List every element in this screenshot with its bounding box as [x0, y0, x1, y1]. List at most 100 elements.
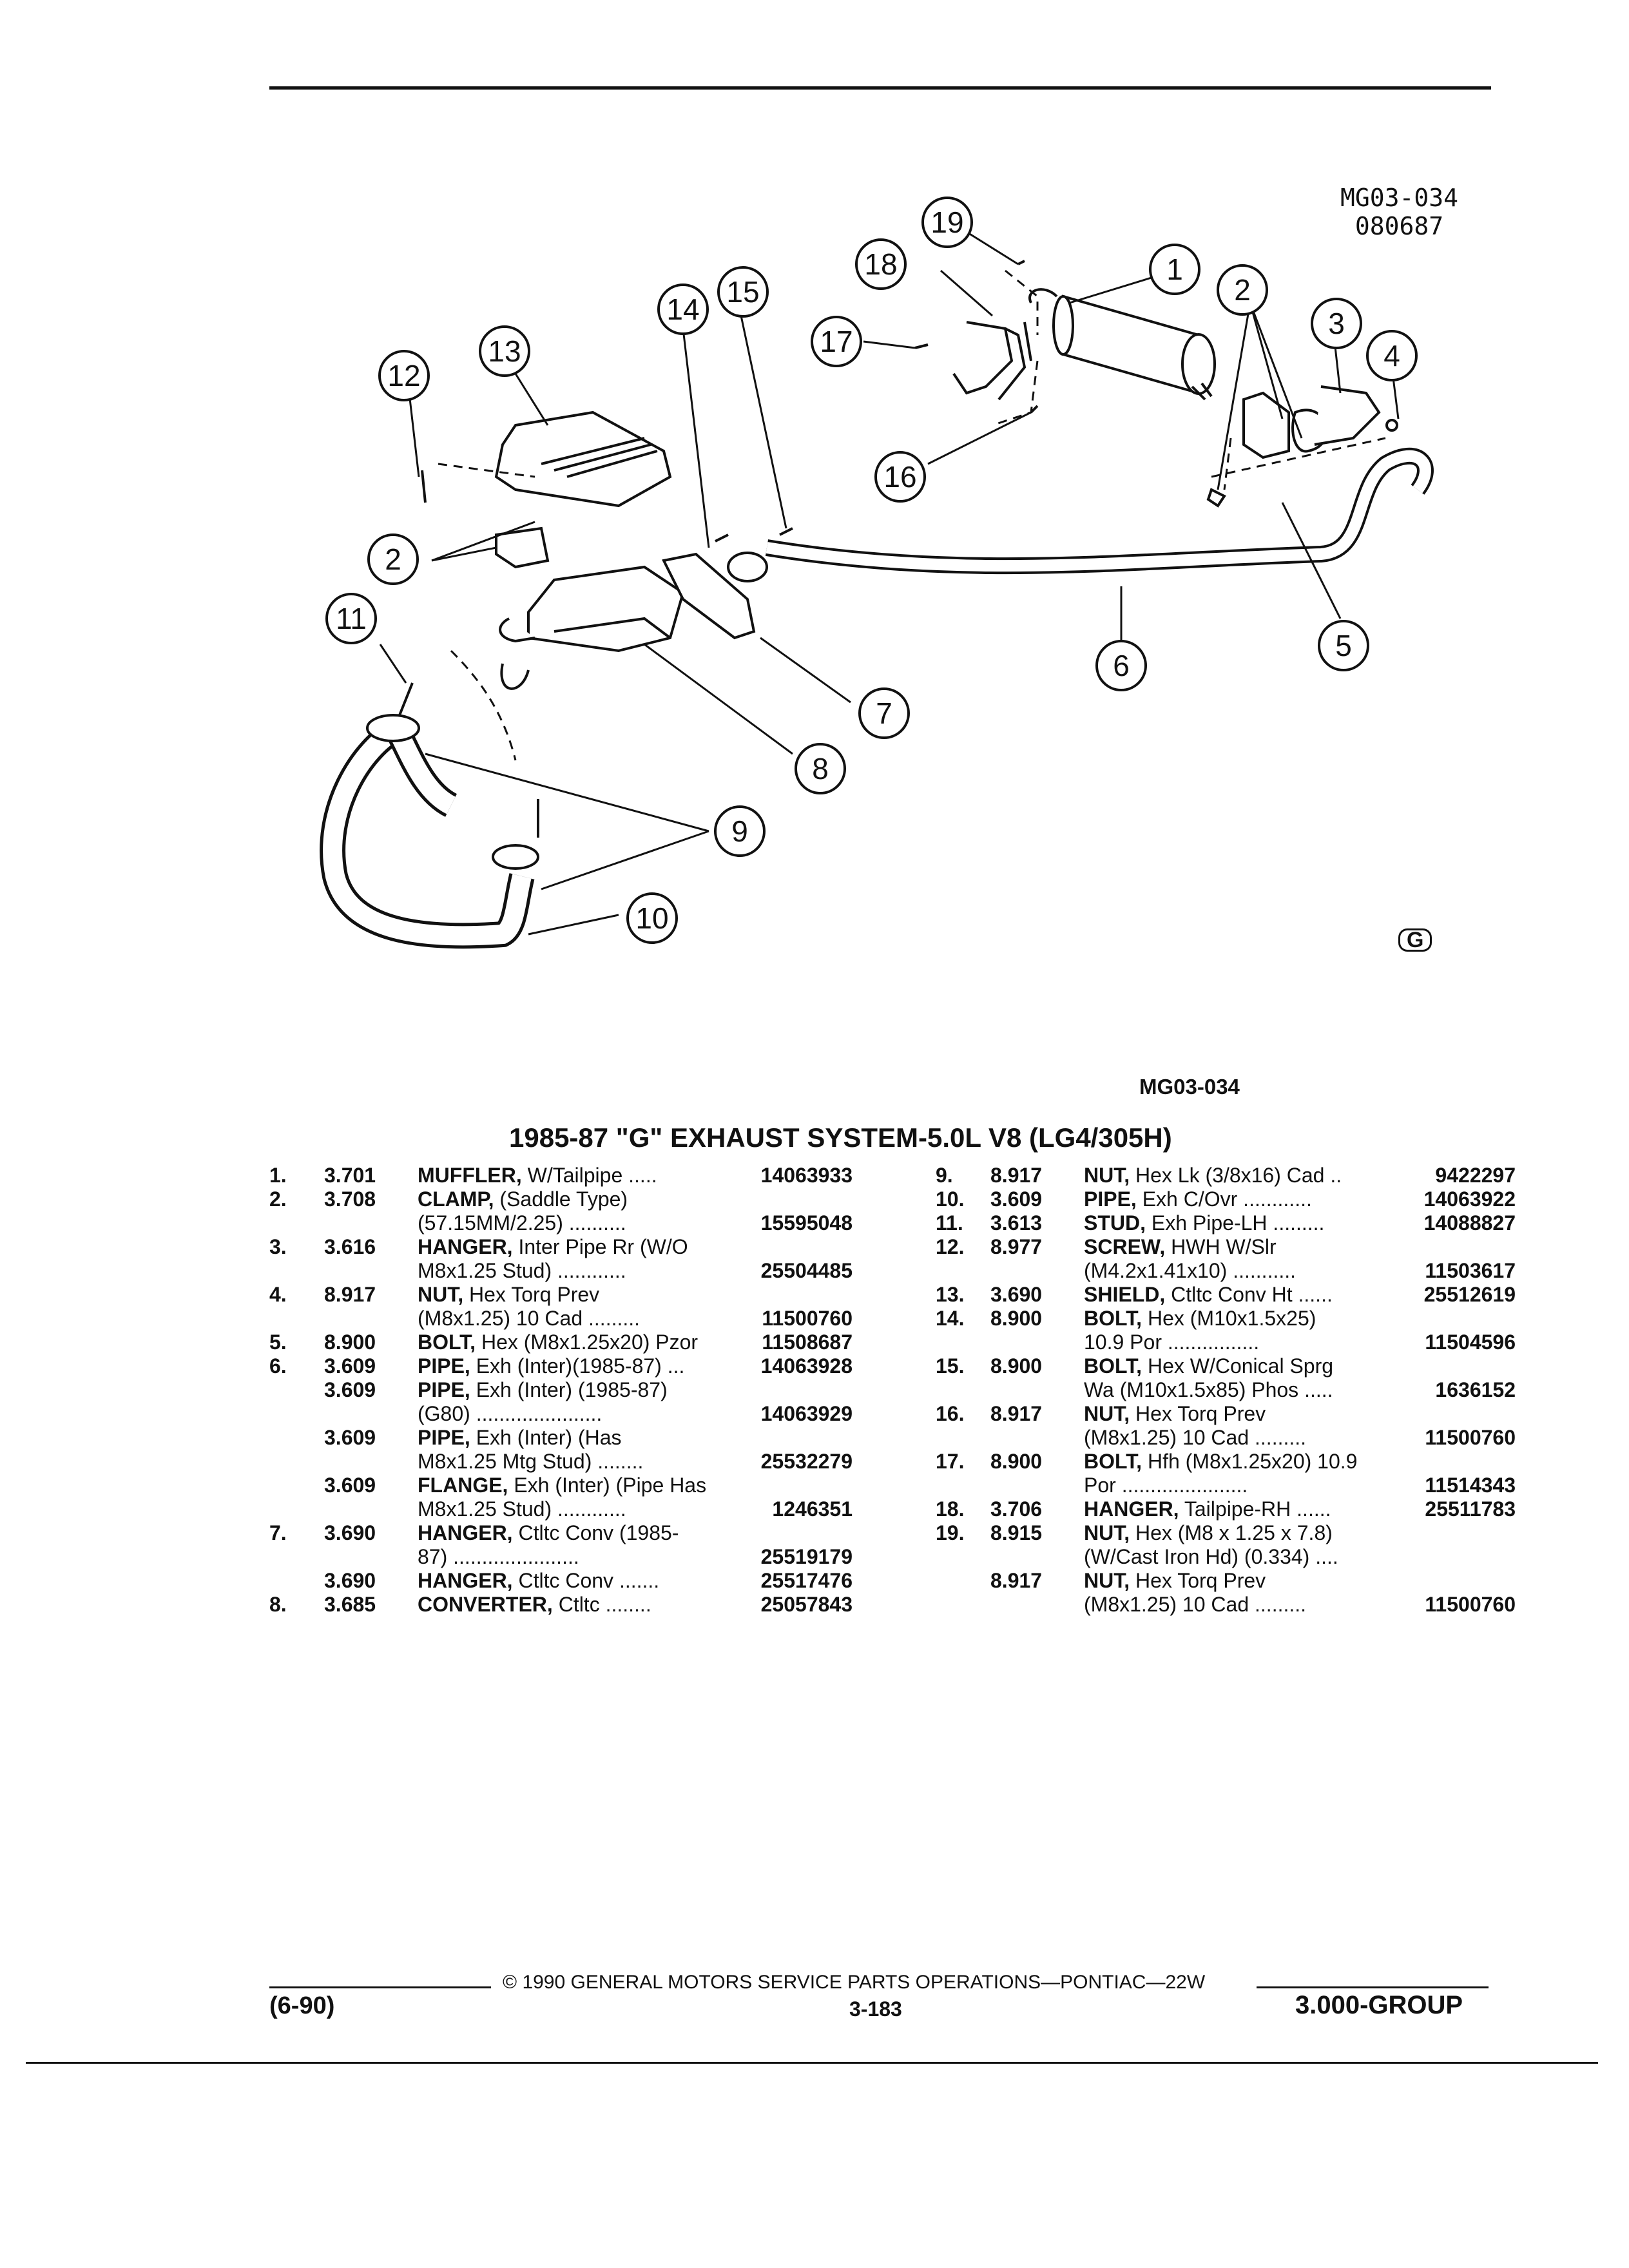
callout-13 [479, 325, 530, 377]
part-name: NUT, [1084, 1402, 1130, 1425]
callout-10 [626, 892, 678, 944]
item-number: 4. [269, 1283, 287, 1306]
part-description: MUFFLER, W/Tailpipe ..... [418, 1164, 657, 1187]
crossover-pipe [320, 714, 539, 949]
part-name: BOLT, [1084, 1354, 1142, 1378]
part-name: STUD, [1084, 1211, 1146, 1235]
part-description: CLAMP, (Saddle Type) [418, 1187, 628, 1211]
parts-row: 25532279 M8x1.25 Mtg Stud) ........ [269, 1450, 853, 1474]
part-detail: Wa (M10x1.5x85) Phos ..... [1084, 1378, 1333, 1401]
part-detail: Por ...................... [1084, 1474, 1248, 1497]
converter-hanger [662, 552, 756, 640]
part-description: NUT, Hex Lk (3/8x16) Cad .. [1084, 1164, 1342, 1187]
part-description: M8x1.25 Stud) ............ [418, 1259, 626, 1283]
top-rule [269, 86, 1491, 90]
item-number: 15. [936, 1354, 965, 1378]
group-number: 3.685 [324, 1593, 376, 1616]
item-number: 12. [936, 1235, 965, 1258]
group-number: 8.917 [990, 1164, 1043, 1187]
callout-14-label: 14 [666, 293, 699, 326]
group-number: 8.917 [324, 1283, 376, 1306]
part-number: 25517476 [760, 1569, 853, 1592]
part-description: PIPE, Exh (Inter) (1985-87) [418, 1378, 668, 1402]
footer-copyright: © 1990 GENERAL MOTORS SERVICE PARTS OPER… [503, 1972, 1206, 1993]
part-description: (G80) ...................... [418, 1402, 602, 1426]
part-description: STUD, Exh Pipe-LH ......... [1084, 1211, 1324, 1235]
group-number: 3.613 [990, 1211, 1043, 1235]
group-number: 3.609 [324, 1378, 376, 1401]
ref-id-line2: 080687 [1354, 212, 1444, 240]
part-detail: Tailpipe-RH ...... [1179, 1497, 1331, 1521]
part-description: 87) ...................... [418, 1545, 579, 1569]
group-number: 3.690 [324, 1521, 376, 1544]
callout-17 [811, 316, 862, 367]
parts-row: 14063929(G80) ...................... [269, 1402, 853, 1426]
callout-9-label: 9 [731, 814, 748, 848]
callout-10-label: 10 [635, 901, 668, 935]
parts-row: 3.609 PIPE, Exh (Inter) (1985-87) [269, 1378, 853, 1402]
callout-16-label: 16 [883, 460, 916, 494]
part-number: 1636152 [1435, 1378, 1516, 1401]
group-number: 8.917 [990, 1569, 1043, 1592]
callout-7 [858, 687, 910, 739]
group-number: 3.690 [990, 1283, 1043, 1306]
parts-row: (W/Cast Iron Hd) (0.334) .... [936, 1545, 1516, 1569]
part-detail: Hfh (M8x1.25x20) 10.9 [1142, 1450, 1358, 1473]
catalytic-converter [499, 565, 685, 690]
callout-5 [1318, 620, 1369, 671]
callout-12 [378, 350, 430, 401]
item-number: 19. [936, 1521, 965, 1544]
part-description: BOLT, Hfh (M8x1.25x20) 10.9 [1084, 1450, 1357, 1474]
part-description: 10.9 Por ................ [1084, 1331, 1259, 1354]
part-detail: Exh C/Ovr ............ [1136, 1187, 1312, 1211]
callout-8 [795, 743, 846, 794]
clamp-assembly [1206, 385, 1398, 508]
callout-15-label: 15 [726, 275, 759, 309]
item-number: 11. [936, 1211, 963, 1235]
footer-page-number: 3-183 [849, 1997, 902, 2021]
parts-row: 11500760(M8x1.25) 10 Cad ......... [936, 1426, 1516, 1450]
part-number: 9422297 [1435, 1164, 1516, 1187]
callout-16 [874, 451, 926, 503]
part-detail: Ctltc Conv ....... [512, 1569, 660, 1592]
part-description: (W/Cast Iron Hd) (0.334) .... [1084, 1545, 1338, 1569]
part-number: 11500760 [1425, 1426, 1516, 1449]
part-description: (M4.2x1.41x10) ........... [1084, 1259, 1296, 1283]
part-detail: Hex Torq Prev [1130, 1569, 1266, 1592]
part-description: Por ...................... [1084, 1474, 1248, 1497]
part-description: NUT, Hex Torq Prev [1084, 1569, 1266, 1593]
part-detail: Exh (Inter) (Pipe Has [508, 1474, 707, 1497]
part-number: 11500760 [762, 1307, 853, 1330]
part-number: 25532279 [760, 1450, 853, 1473]
part-name: NUT, [1084, 1521, 1130, 1544]
item-number: 8. [269, 1593, 287, 1616]
callout-11 [325, 593, 377, 644]
group-number: 8.917 [990, 1402, 1043, 1425]
callout-4 [1366, 330, 1418, 381]
part-name: HANGER, [418, 1569, 513, 1592]
part-number: 11504596 [1425, 1331, 1516, 1354]
group-number: 8.977 [990, 1235, 1043, 1258]
part-detail: Hex Torq Prev [463, 1283, 600, 1306]
part-name: CLAMP, [418, 1187, 494, 1211]
item-number: 14. [936, 1307, 965, 1330]
part-number: 14063933 [760, 1164, 853, 1187]
callout-2-right-label: 2 [1234, 273, 1251, 307]
part-description: SCREW, HWH W/Slr [1084, 1235, 1277, 1259]
part-detail: (M4.2x1.41x10) ........... [1084, 1259, 1296, 1282]
part-description: M8x1.25 Mtg Stud) ........ [418, 1450, 643, 1474]
part-name: NUT, [418, 1283, 464, 1306]
callout-2-left [367, 533, 419, 585]
part-description: HANGER, Ctltc Conv ....... [418, 1569, 659, 1593]
part-detail: Exh Pipe-LH ......... [1146, 1211, 1325, 1235]
tailpipe-hanger [952, 321, 1014, 395]
part-number: 11508687 [762, 1331, 853, 1354]
